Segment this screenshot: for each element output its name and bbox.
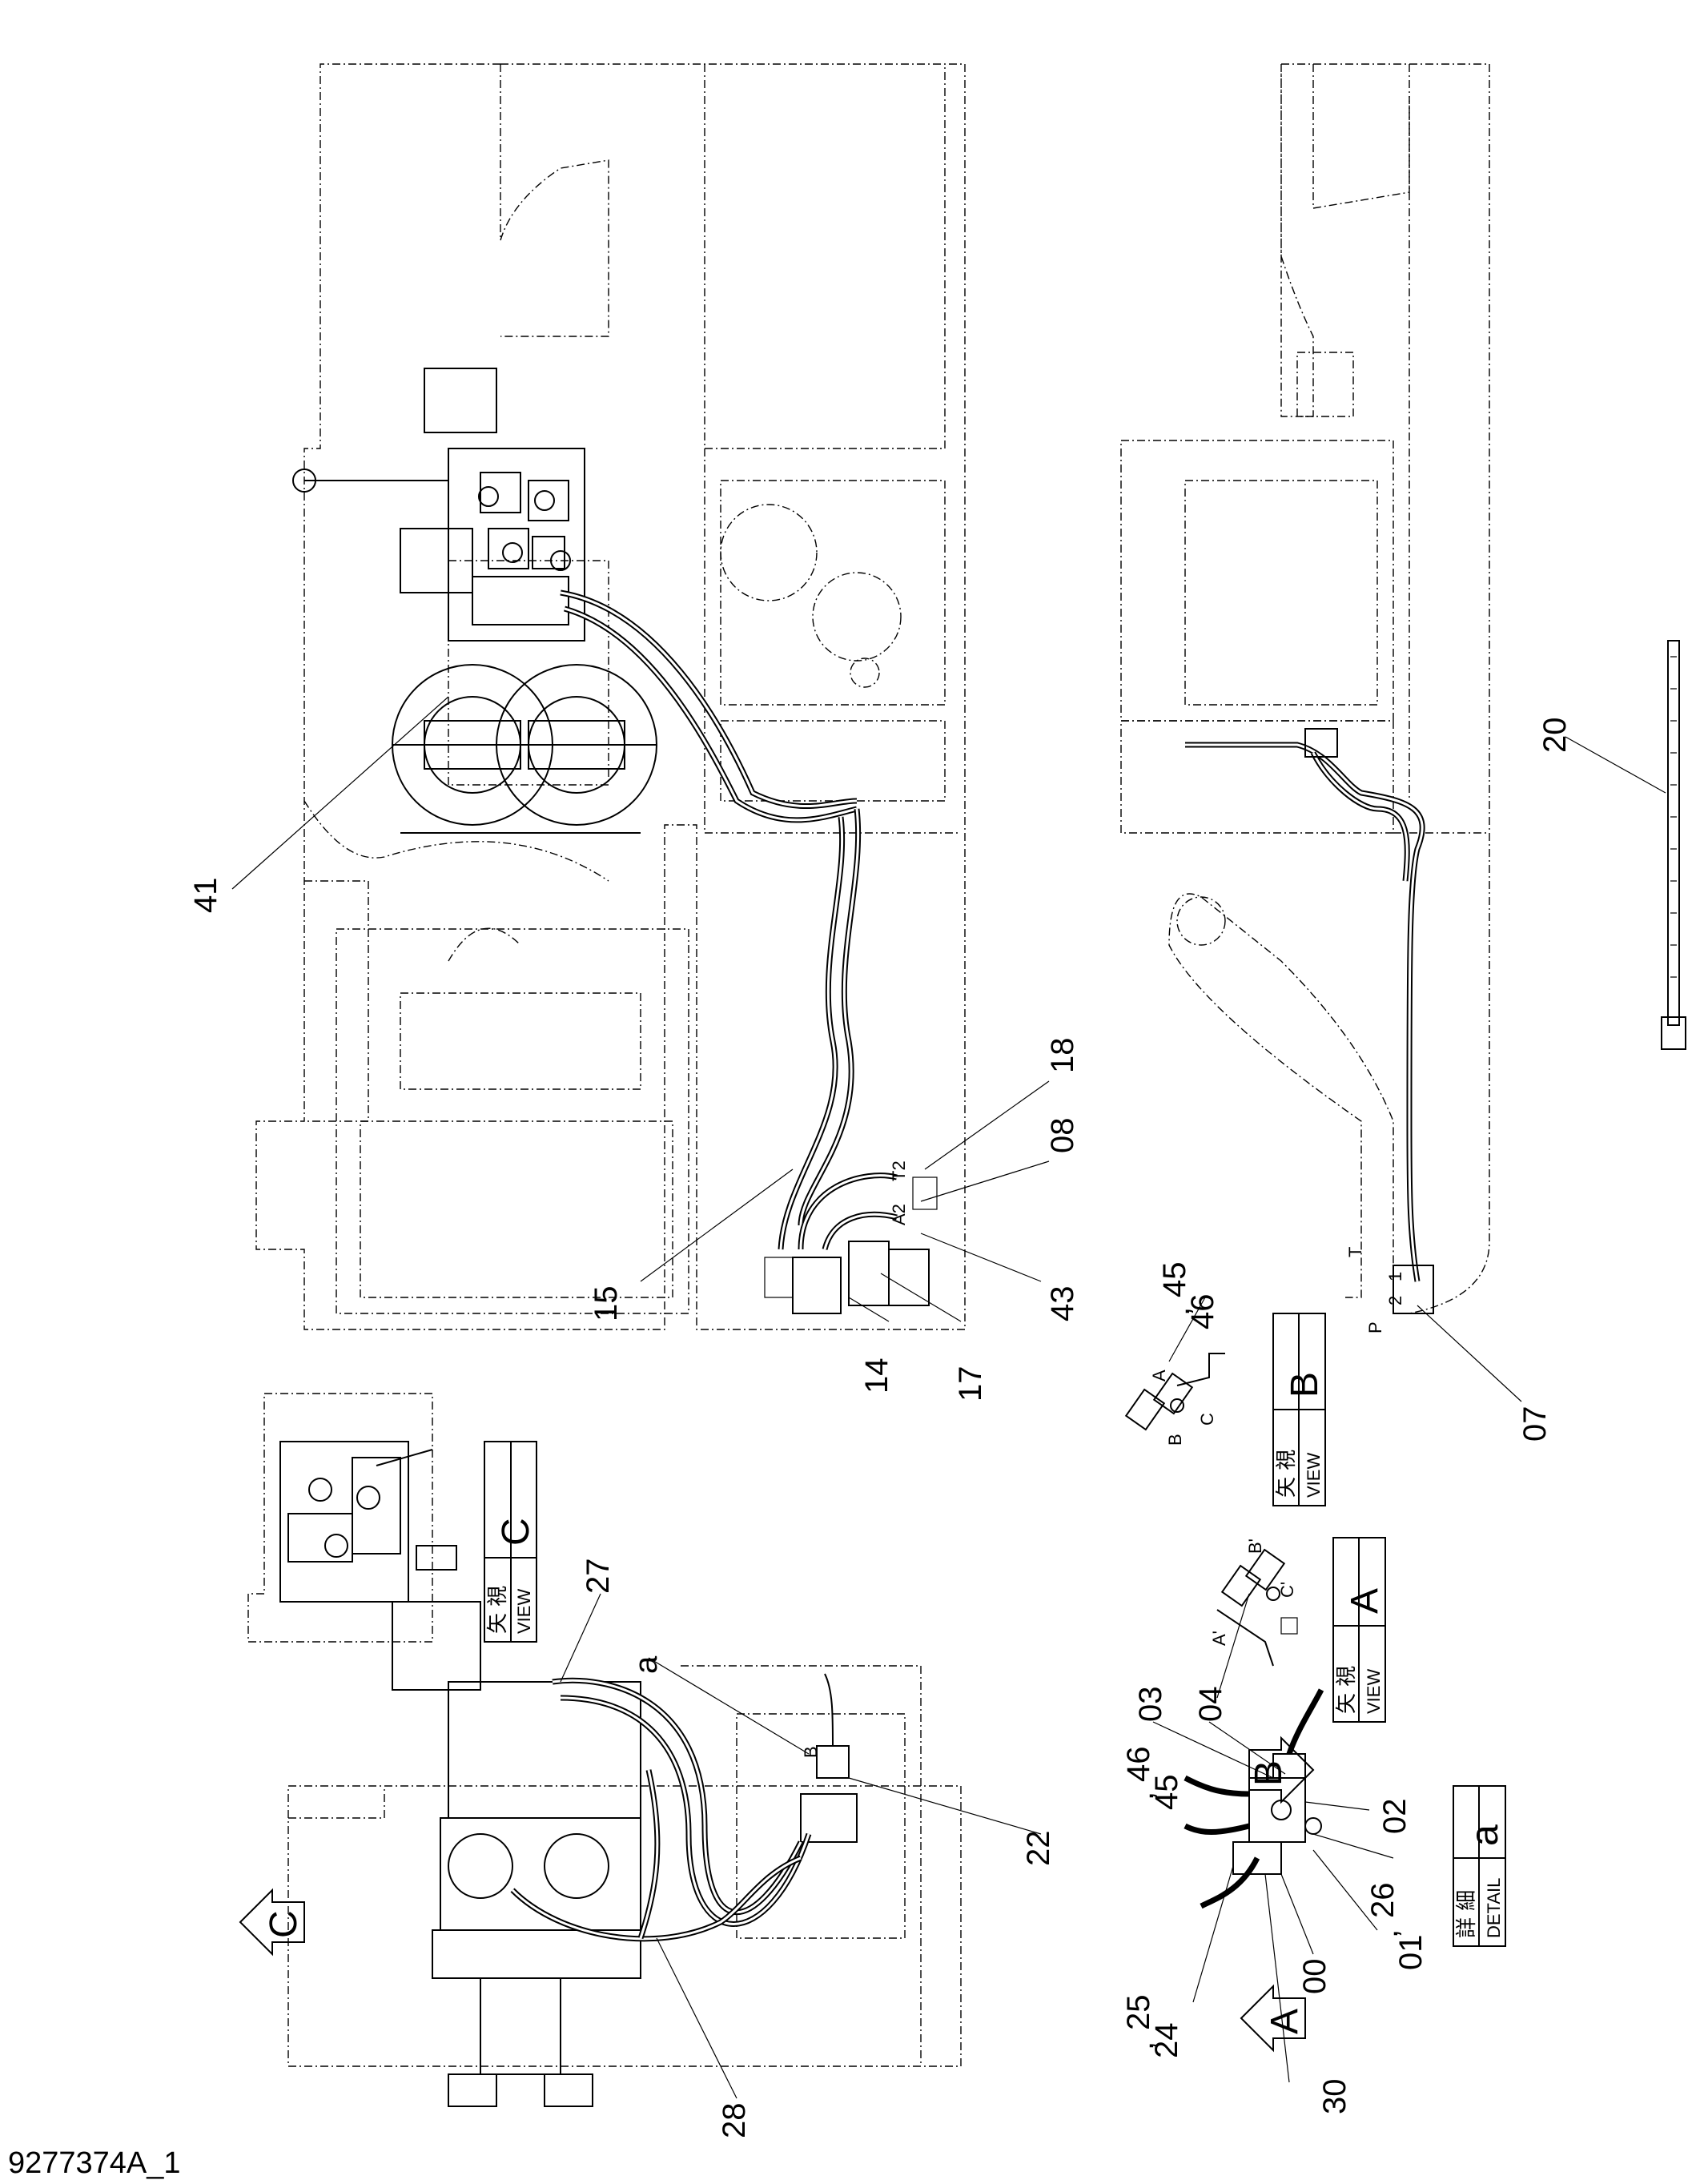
hoses-upper: [560, 589, 898, 1250]
view-c-kanji: 矢 視: [486, 1586, 510, 1634]
leader-lines: [231, 696, 1666, 2099]
callout-17: 17: [953, 1366, 988, 1402]
callout-43: 43: [1045, 1286, 1080, 1322]
swing-motors-upper: [392, 664, 657, 834]
detail-a-kanji: 詳 細: [1455, 1890, 1479, 1938]
view-a-box: [1332, 1537, 1386, 1723]
callout-02: 02: [1377, 1799, 1413, 1835]
arrow-b-letter: B: [1248, 1760, 1290, 1786]
detail-a-valve: [1184, 1688, 1324, 1909]
view-b-box: [1272, 1313, 1326, 1506]
port-1: 1: [1385, 1272, 1405, 1281]
callout-15: 15: [589, 1286, 624, 1322]
port-a-view-b: A: [1149, 1370, 1169, 1382]
hose-right: [1185, 728, 1434, 1314]
callout-46-view-a: 46: [1121, 1747, 1156, 1783]
callout-25: 25: [1121, 1995, 1156, 2031]
view-c-box: [484, 1441, 537, 1643]
callout-08: 08: [1045, 1118, 1080, 1154]
port-b-prime: B': [1245, 1538, 1265, 1554]
callout-18: 18: [1045, 1038, 1080, 1074]
port-2: 2: [1385, 1296, 1405, 1305]
port-t: T: [1345, 1247, 1365, 1257]
arrow-c: [239, 1888, 305, 1957]
detail-a-letter: a: [1464, 1824, 1506, 1846]
view-b-kanji: 矢 視: [1275, 1450, 1299, 1498]
callout-03: 03: [1133, 1687, 1168, 1723]
cable-tie: [1661, 640, 1686, 1050]
control-valve-upper: [292, 368, 585, 642]
view-c-drawing: [247, 1393, 457, 1643]
port-a-prime: A': [1209, 1631, 1229, 1646]
callout-45-view-a: 45: [1149, 1775, 1184, 1811]
arrow-a-letter: A: [1264, 2009, 1306, 2034]
callout-30: 30: [1317, 2079, 1352, 2115]
callout-01: 01: [1393, 1935, 1429, 1971]
port-b-lower: B: [801, 1746, 821, 1758]
callout-26: 26: [1365, 1883, 1401, 1919]
callout-comma-46-45-a: ,: [1125, 1792, 1160, 1800]
callout-22: 22: [1021, 1831, 1056, 1867]
callout-comma-25-24: ,: [1125, 2041, 1160, 2050]
pedals: [764, 1176, 938, 1314]
view-b-word: VIEW: [1304, 1453, 1324, 1498]
arrow-b: [1248, 1736, 1315, 1804]
view-c-letter: C: [495, 1518, 537, 1546]
callout-00: 00: [1297, 1959, 1332, 1995]
callout-comma-45-46-b: ,: [1161, 1307, 1196, 1316]
callout-27: 27: [581, 1559, 616, 1595]
view-a-word: VIEW: [1364, 1669, 1384, 1714]
view-b-valve: [1124, 1353, 1225, 1431]
port-c-prime: C': [1277, 1582, 1297, 1598]
view-b-letter: B: [1284, 1372, 1326, 1398]
callout-41: 41: [188, 878, 223, 914]
port-p: P: [1365, 1321, 1385, 1333]
hoses-lower: [510, 1673, 834, 1942]
callout-04: 04: [1193, 1687, 1228, 1723]
view-a-kanji: 矢 視: [1335, 1666, 1359, 1714]
drawing-number: 9277374A_1: [8, 2146, 181, 2180]
port-a2: A2: [889, 1204, 909, 1225]
callout-46-view-b: 46: [1185, 1294, 1220, 1330]
view-a-letter: A: [1344, 1588, 1386, 1614]
detail-a-marker: a: [629, 1655, 664, 1674]
callout-45-view-b: 45: [1157, 1262, 1192, 1298]
upper-frame-main: [255, 63, 966, 1330]
detail-a-word: DETAIL: [1484, 1878, 1504, 1938]
callout-07: 07: [1517, 1406, 1553, 1442]
lower-assembly: [287, 1601, 962, 2107]
detail-a-box: [1453, 1785, 1506, 1947]
port-c-view-b: C: [1197, 1413, 1217, 1426]
view-c-word: VIEW: [514, 1589, 534, 1634]
port-t2: T2: [889, 1160, 909, 1181]
arrow-a: [1240, 1984, 1306, 2053]
view-a-valve: [1216, 1548, 1298, 1667]
callout-28: 28: [717, 2103, 752, 2139]
callout-20: 20: [1537, 718, 1573, 754]
callout-24: 24: [1149, 2023, 1184, 2059]
port-b-view-b: B: [1165, 1434, 1185, 1446]
right-side-frame: [1120, 63, 1490, 1314]
callout-comma-26-01: ,: [1369, 1929, 1405, 1938]
callout-14: 14: [859, 1358, 894, 1394]
arrow-c-letter: C: [263, 1910, 305, 1938]
